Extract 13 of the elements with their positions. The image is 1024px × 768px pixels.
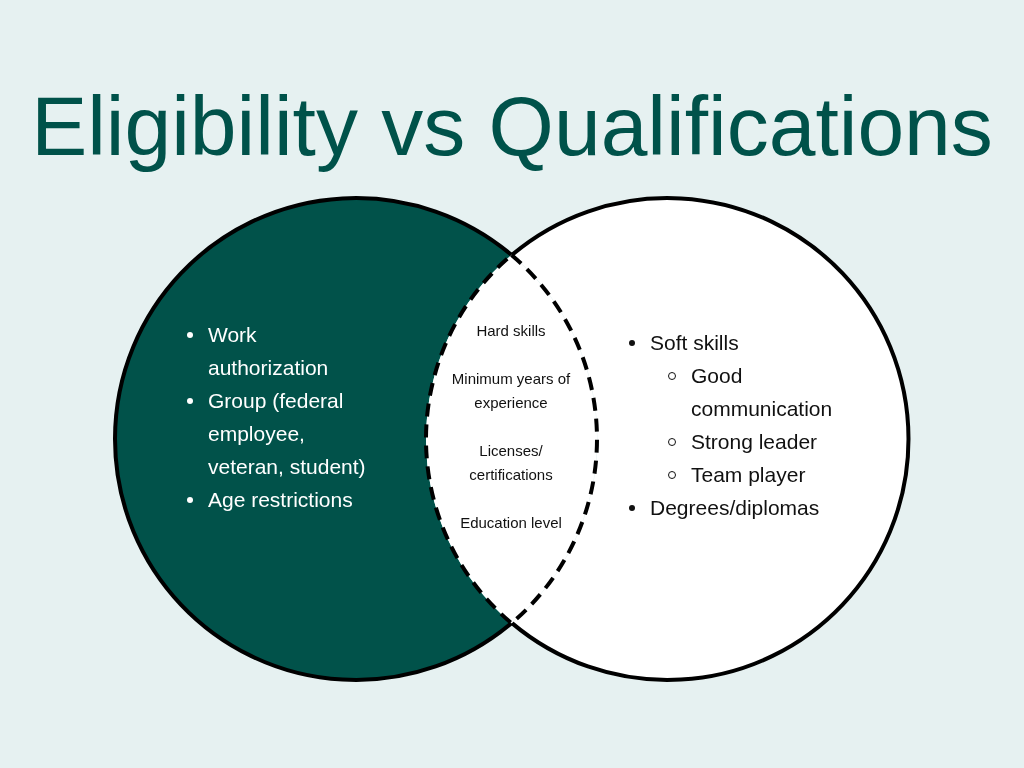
list-item-text: Age restrictions [208,487,353,513]
list-item-text: Work authorization [208,322,330,381]
list-item-text: Group (federal employee, veteran, student) [208,388,367,480]
list-item-text: Team player [691,462,806,488]
overlap-item-text: Licenses/ certifications [468,441,554,485]
list-item-text: Strong leader [691,429,818,455]
overlap-item-text: Minimum years of experience [450,369,572,413]
overlap-item-text: Hard skills [475,321,547,341]
list-item-text: Soft skills [650,330,739,356]
overlap-region [423,251,600,627]
list-item-text: Degrees/diplomas [650,495,820,521]
list-item-text: Good communication [691,363,834,422]
overlap-item-text: Education level [459,513,563,533]
